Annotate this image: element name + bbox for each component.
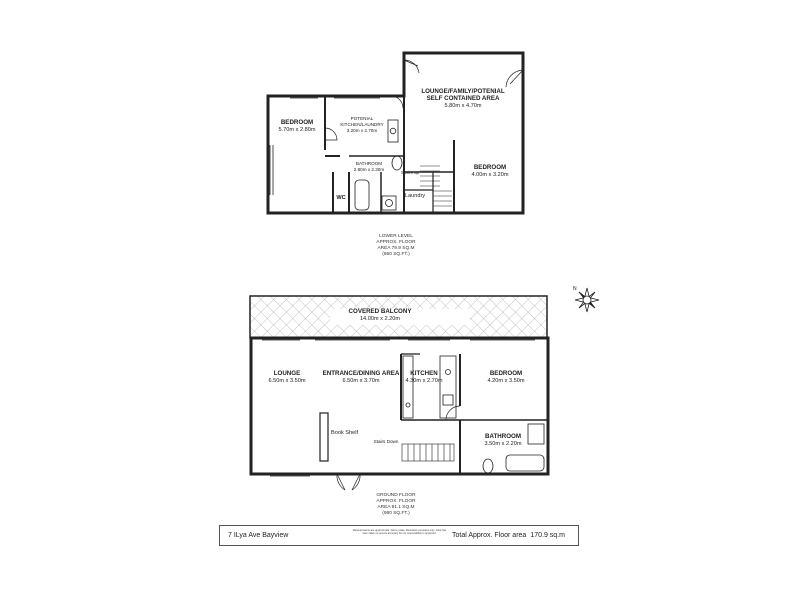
ground-bedroom-dims: 4.20m x 3.50m (488, 378, 525, 384)
lower-kitchen-dims: 3.20m x 2.70m (347, 128, 378, 133)
ground-dining-name: ENTRANCE/DINING AREA (323, 370, 400, 377)
svg-text:GROUND FLOOR: GROUND FLOOR (376, 492, 416, 498)
ground-floor-plan (249, 336, 550, 491)
property-address: 7 ILya Ave Bayview (228, 532, 289, 539)
footer-bar: 7 ILya Ave Bayview Measurements are appr… (219, 525, 579, 546)
lower-kitchen-name: POTENIAL (351, 116, 374, 121)
svg-text:AREA 79.9 SQ.M: AREA 79.9 SQ.M (377, 245, 414, 251)
ground-bookshelf-label: Book Shelf (331, 430, 358, 436)
svg-text:(980 SQ.FT.): (980 SQ.FT.) (382, 510, 410, 516)
lower-lounge-dims: 5.80m x 4.70m (445, 103, 482, 109)
svg-text:N: N (573, 286, 577, 292)
lower-laundry-label: Laundry (405, 193, 425, 199)
lower-kitchen-name2: KITCHEN/LAUNDRY (340, 122, 383, 127)
compass-rose-icon: N (573, 286, 600, 313)
ground-lounge-name: LOUNGE (274, 370, 300, 377)
lower-wc-label: WC (336, 195, 345, 201)
svg-text:(860 SQ.FT.): (860 SQ.FT.) (382, 251, 410, 257)
lower-lounge-name2: SELF CONTAINED AREA (427, 95, 500, 102)
lower-bathroom-name: BATHROOM (356, 161, 382, 166)
ground-lounge-dims: 6.50m x 3.50m (269, 378, 306, 384)
total-area-label: Total Approx. Floor area (452, 532, 527, 539)
svg-text:AREA 91.1 SQ.M: AREA 91.1 SQ.M (377, 504, 414, 510)
lower-lounge-name: LOUNGE/FAMILY/POTENIAL (421, 88, 505, 95)
lower-bedroom2-dims: 4.00m x 3.20m (472, 172, 509, 178)
ground-bathroom-name: BATHROOM (485, 433, 521, 440)
ground-balcony-name: COVERED BALCONY (349, 308, 413, 315)
lower-stairs-label: Stairs up (401, 170, 420, 175)
lower-bathroom-dims: 2.80m x 2.30m (354, 167, 385, 172)
ground-dining-dims: 6.50m x 3.70m (343, 378, 380, 384)
svg-text:APPROX. FLOOR: APPROX. FLOOR (376, 239, 416, 245)
ground-bedroom-name: BEDROOM (490, 370, 522, 377)
lower-bedroom2-name: BEDROOM (474, 164, 506, 171)
lower-area-note: LOWER LEVEL APPROX. FLOOR AREA 79.9 SQ.M… (376, 233, 416, 257)
total-area-value: 170.9 sq.m (530, 532, 565, 539)
ground-kitchen-dims: 4.30m x 2.70m (406, 378, 443, 384)
ground-kitchen-name: KITCHEN (410, 370, 438, 377)
disclaimer-text: Measurements are approximate. Not to sca… (352, 529, 447, 536)
ground-stairs-label: Stairs Down (374, 439, 399, 444)
ground-area-note: GROUND FLOOR APPROX. FLOOR AREA 91.1 SQ.… (376, 492, 416, 516)
svg-text:APPROX. FLOOR: APPROX. FLOOR (376, 498, 416, 504)
svg-text:LOWER LEVEL: LOWER LEVEL (379, 233, 413, 239)
lower-level-plan (266, 51, 525, 215)
ground-bathroom-dims: 3.50m x 2.20m (485, 441, 522, 447)
lower-bedroom1-name: BEDROOM (281, 119, 313, 126)
lower-bedroom1-dims: 5.70m x 2.80m (279, 127, 316, 133)
ground-balcony-dims: 14.00m x 2.20m (360, 316, 400, 322)
